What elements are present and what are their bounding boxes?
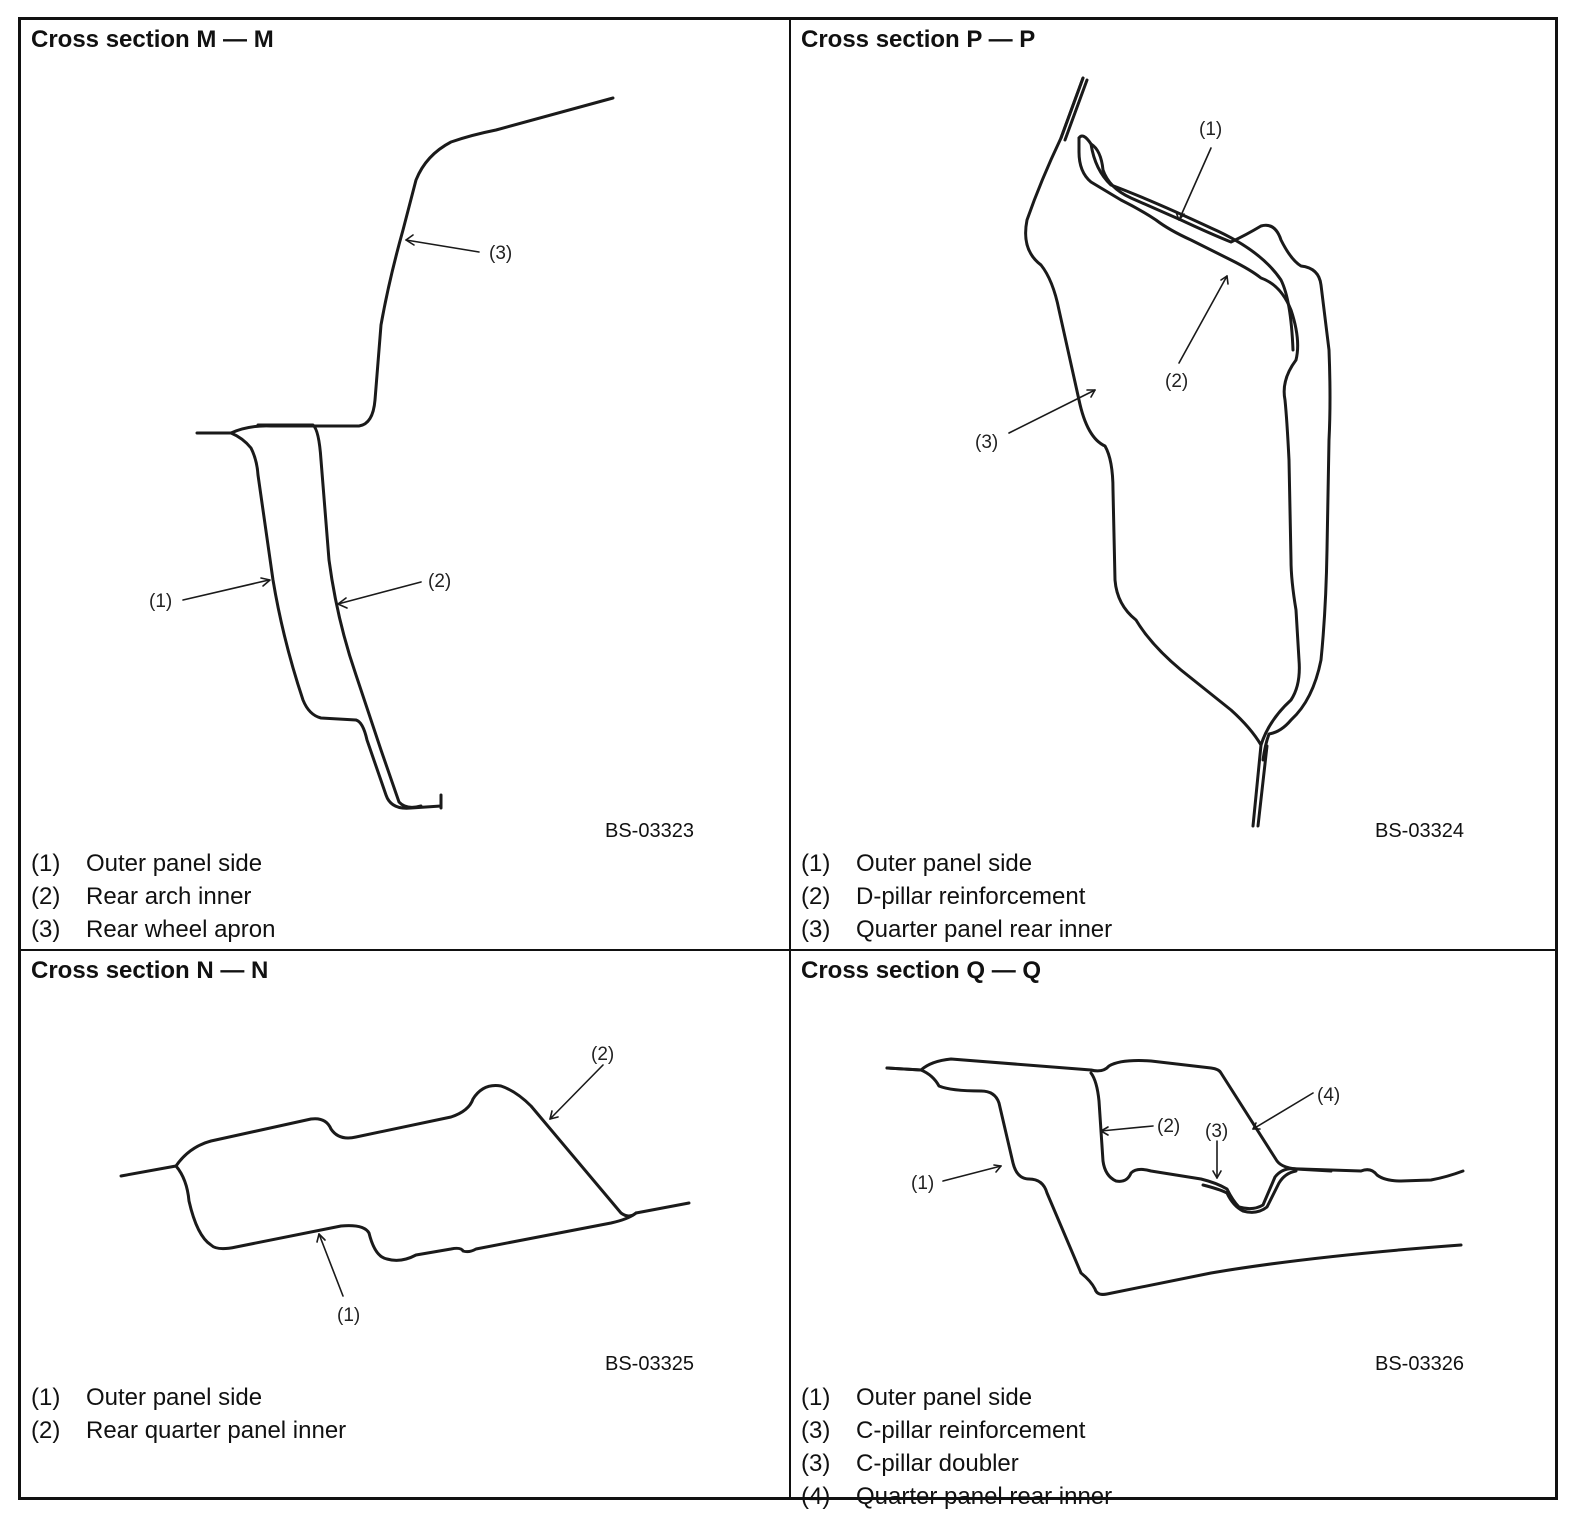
quarter-panel-rear-inner-line (885, 1057, 1465, 1183)
diagram-sheet: Cross section M — M (1) (2) (3) BS-03323… (18, 17, 1558, 1510)
arrowhead-1 (1175, 211, 1185, 221)
inner-return-line (1077, 136, 1301, 747)
legend-list: (1)Outer panel side (3)C-pillar reinforc… (801, 1381, 1112, 1513)
leader-2 (1100, 1125, 1154, 1132)
legend-item: (2)Rear arch inner (31, 883, 252, 910)
cross-section-qq-drawing: (1) (2) (3) (4) (885, 1057, 1465, 1296)
outer-panel-side-line (885, 1066, 1463, 1296)
arrowhead-1 (993, 1164, 1002, 1173)
leader-1 (1178, 147, 1212, 221)
rear-arch-inner-line (256, 423, 423, 809)
leader-4 (1252, 1092, 1314, 1130)
panel-title: Cross section Q — Q (801, 957, 1042, 984)
callout-1: (1) (911, 1173, 934, 1194)
panel-title: Cross section N — N (31, 957, 269, 984)
legend-item: (1)Outer panel side (801, 1384, 1033, 1411)
legend-item: (3)Rear wheel apron (31, 916, 276, 943)
arrowhead-1 (316, 1233, 326, 1243)
outer-panel-side-line (174, 1164, 691, 1262)
cross-section-nn-drawing: (1) (2) (119, 1044, 691, 1326)
leader-1 (318, 1233, 344, 1297)
figure-code: BS-03325 (605, 1353, 694, 1375)
legend-item: (4)Quarter panel rear inner (801, 1483, 1113, 1510)
arrowhead-3 (1086, 389, 1096, 398)
c-pillar-reinforcement-line (1089, 1071, 1333, 1211)
legend-item: (2)Rear quarter panel inner (31, 1417, 347, 1444)
arrowhead-4 (1252, 1122, 1261, 1130)
lower-flange-line-2 (1256, 744, 1269, 828)
outer-panel-side-line (195, 431, 443, 810)
quarter-panel-rear-inner-line (1024, 76, 1263, 747)
legend-item: (3)C-pillar doubler (801, 1450, 1019, 1477)
horizontal-divider (21, 949, 1555, 951)
vertical-divider (789, 20, 791, 1497)
legend-item: (1)Outer panel side (801, 850, 1033, 877)
upper-flange-line-2 (1063, 78, 1089, 142)
legend-list: (1)Outer panel side (2)Rear quarter pane… (31, 1381, 346, 1447)
legend-item: (3)C-pillar reinforcement (801, 1417, 1086, 1444)
arrowhead-2 (1100, 1126, 1109, 1136)
panel-title: Cross section M — M (31, 26, 274, 53)
arrowhead-3 (405, 234, 415, 246)
callout-1: (1) (337, 1305, 360, 1326)
cross-section-pp-drawing: (1) (2) (3) (975, 76, 1332, 828)
callout-3: (3) (489, 243, 512, 264)
leader-2 (549, 1064, 604, 1120)
legend-list: (1)Outer panel side (2)Rear arch inner (… (31, 847, 275, 946)
upper-flange-line (1059, 76, 1085, 140)
callout-2: (2) (1165, 371, 1188, 392)
panel-cross-section-qq: Cross section Q — Q (1) (2) (3) (4) BS-0… (791, 951, 1558, 1510)
panel-cross-section-mm: Cross section M — M (1) (2) (3) BS-03323… (21, 20, 789, 949)
legend-item: (1)Outer panel side (31, 850, 263, 877)
callout-3: (3) (975, 432, 998, 453)
rear-wheel-apron-line (229, 96, 615, 435)
callout-2: (2) (591, 1044, 614, 1065)
leader-1 (182, 579, 270, 601)
cross-section-mm-drawing: (1) (2) (3) (149, 96, 615, 810)
legend-item: (2)D-pillar reinforcement (801, 883, 1086, 910)
panel-title: Cross section P — P (801, 26, 1036, 53)
arrowhead-2 (1220, 275, 1229, 285)
outer-panel-side-line (1089, 142, 1332, 762)
arrowhead-1 (260, 577, 271, 587)
leader-1 (942, 1165, 1002, 1182)
figure-code: BS-03326 (1375, 1353, 1464, 1375)
callout-1: (1) (1199, 119, 1222, 140)
leader-2 (1178, 275, 1228, 364)
c-pillar-doubler-line (1201, 1169, 1298, 1214)
callout-2: (2) (428, 571, 451, 592)
arrowhead-2 (549, 1110, 559, 1120)
panel-cross-section-pp: Cross section P — P (1) (2) (3) (791, 20, 1558, 949)
callout-4: (4) (1317, 1085, 1340, 1106)
callout-1: (1) (149, 591, 172, 612)
panel-cross-section-nn: Cross section N — N (1) (2) BS-03325 (1)… (21, 951, 789, 1500)
callout-3: (3) (1205, 1121, 1228, 1142)
rear-quarter-panel-inner-line (119, 1084, 638, 1218)
callout-2: (2) (1157, 1116, 1180, 1137)
lower-flange-line (1251, 743, 1263, 828)
figure-code: BS-03324 (1375, 820, 1464, 842)
arrowhead-2 (337, 597, 348, 609)
figure-code: BS-03323 (605, 820, 694, 842)
legend-item: (1)Outer panel side (31, 1384, 263, 1411)
legend-item: (3)Quarter panel rear inner (801, 916, 1113, 943)
legend-list: (1)Outer panel side (2)D-pillar reinforc… (801, 847, 1112, 946)
leader-2 (337, 581, 422, 605)
leader-3 (1008, 389, 1096, 434)
arrowhead-3 (1212, 1170, 1222, 1179)
leader-3 (405, 239, 480, 253)
d-pillar-reinforcement-line (1077, 134, 1295, 352)
